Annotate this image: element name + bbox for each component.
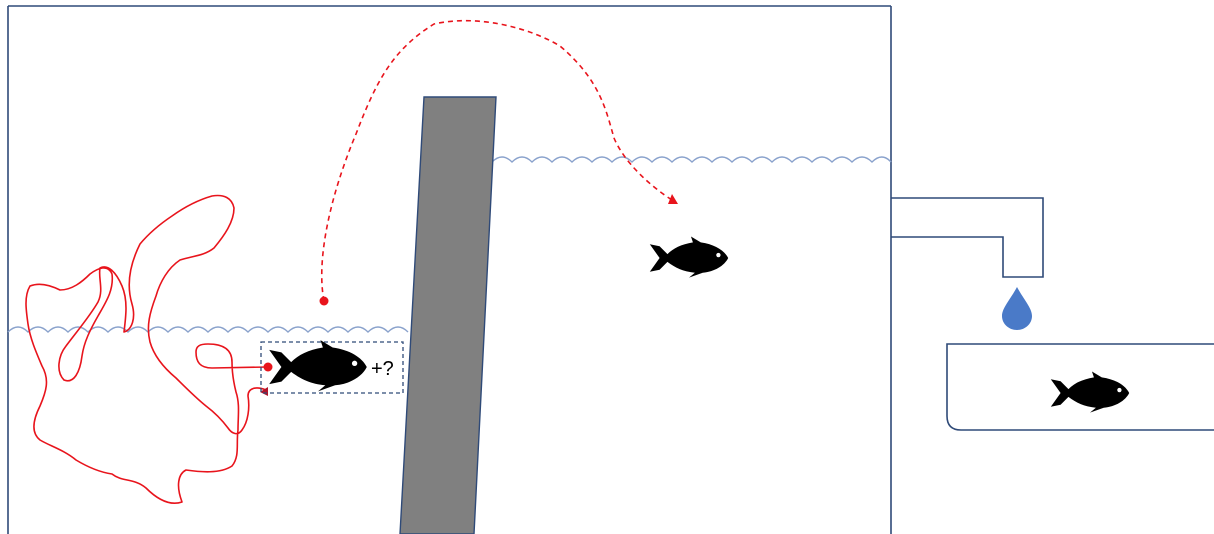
fish-annotation-label: +?	[371, 358, 394, 380]
water-surface-left	[8, 327, 408, 332]
path-start-dot	[264, 363, 273, 372]
barrier-wall	[400, 97, 496, 534]
water-drop-icon	[1002, 287, 1032, 330]
water-surface-right	[492, 157, 891, 162]
dispersal-jump-path	[322, 21, 672, 301]
outlet-pipe	[891, 198, 1043, 277]
fish-icon	[650, 236, 728, 277]
path-start-dot	[320, 297, 329, 306]
fish-icon	[1051, 371, 1129, 412]
fish-icon	[269, 340, 367, 391]
random-search-path	[26, 196, 268, 504]
